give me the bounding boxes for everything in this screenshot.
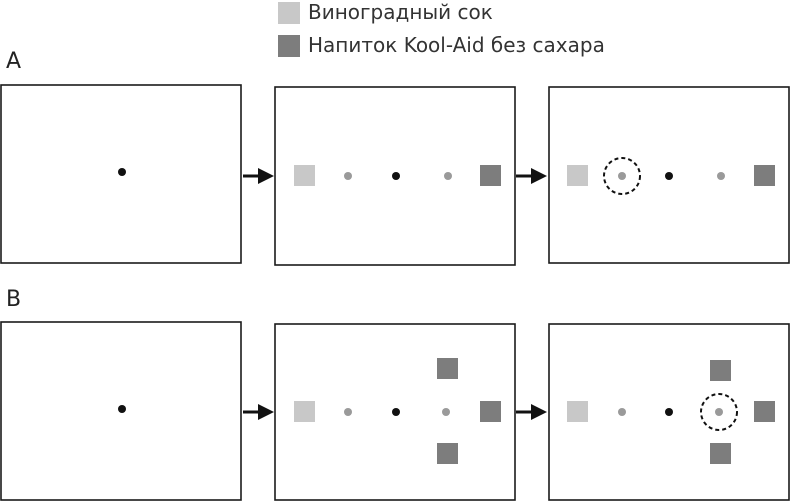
kool-aid-square xyxy=(754,165,775,186)
kool-aid-square xyxy=(437,358,458,379)
probe-dot xyxy=(717,172,725,180)
row-a xyxy=(0,84,790,266)
fixation-dot xyxy=(118,405,126,413)
legend-label-grape-juice: Виноградный сок xyxy=(308,0,493,24)
probe-dot xyxy=(344,172,352,180)
fixation-dot xyxy=(665,172,673,180)
kool-aid-square xyxy=(437,443,458,464)
selection-circle xyxy=(700,393,738,431)
probe-dot xyxy=(442,408,450,416)
fixation-dot xyxy=(392,172,400,180)
legend-label-kool-aid: Напиток Kool-Aid без сахара xyxy=(308,33,605,57)
row-label-b: B xyxy=(6,287,22,312)
kool-aid-square xyxy=(710,443,731,464)
probe-dot xyxy=(618,172,626,180)
grape-juice-square xyxy=(294,165,315,186)
kool-aid-square xyxy=(710,360,731,381)
row-label-a: A xyxy=(6,49,22,74)
kool-aid-square xyxy=(754,401,775,422)
kool-aid-square xyxy=(480,165,501,186)
probe-dot xyxy=(344,408,352,416)
fixation-dot xyxy=(392,408,400,416)
grape-juice-square xyxy=(567,165,588,186)
probe-dot xyxy=(444,172,452,180)
grape-juice-square xyxy=(294,401,315,422)
row-b xyxy=(0,321,790,501)
arrow-b1-b2 xyxy=(243,404,274,420)
kool-aid-square xyxy=(480,401,501,422)
grape-juice-square xyxy=(567,401,588,422)
fixation-dot xyxy=(118,168,126,176)
fixation-dot xyxy=(665,408,673,416)
arrow-a2-a3 xyxy=(516,168,547,184)
probe-dot xyxy=(715,408,723,416)
legend-swatch-grape-juice xyxy=(278,2,300,24)
arrow-b2-b3 xyxy=(516,404,547,420)
arrow-a1-a2 xyxy=(243,168,274,184)
legend-swatch-kool-aid xyxy=(278,35,300,57)
probe-dot xyxy=(618,408,626,416)
selection-circle xyxy=(603,157,641,195)
